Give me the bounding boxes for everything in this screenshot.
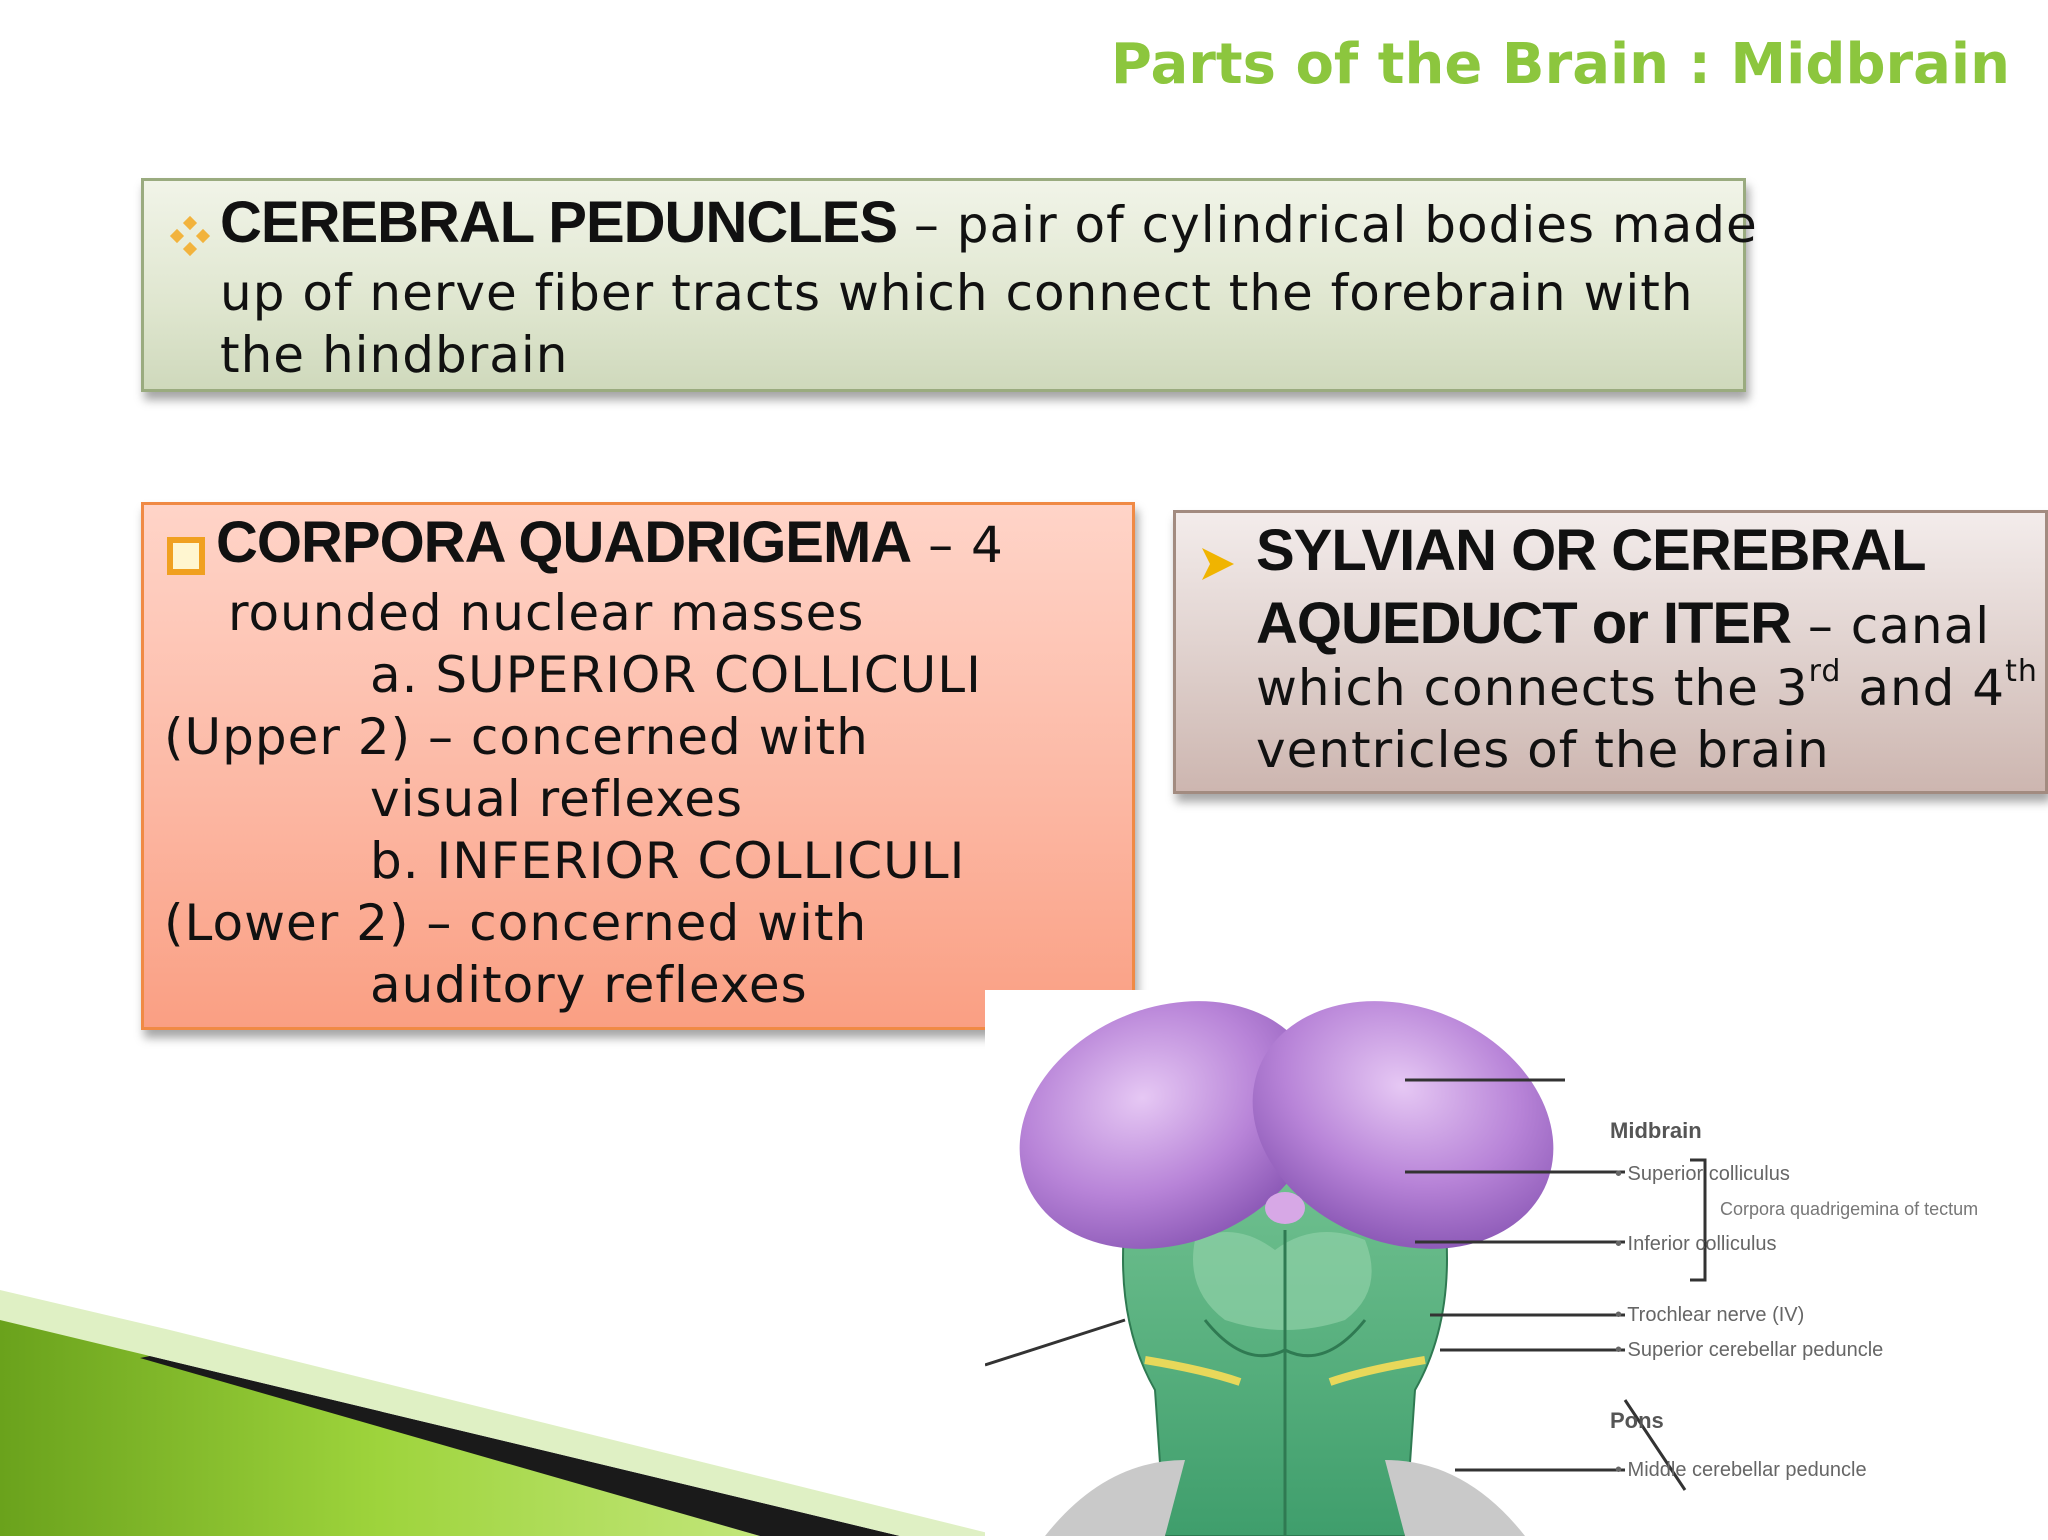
peduncles-text-3: the hindbrain [220, 325, 569, 384]
sylvian-line3-b: and 4 [1841, 658, 2006, 717]
peduncles-text-2: up of nerve fiber tracts which connect t… [220, 263, 1694, 322]
midbrain-diagram: Midbrain • Superior colliculus • Inferio… [984, 1001, 1978, 1537]
corpora-line-4: (Upper 2) – concerned with [164, 707, 869, 766]
corpora-line-1: CORPORA QUADRIGEMA – 4 [164, 509, 1112, 582]
sylvian-heading-1: SYLVIAN OR CEREBRAL [1256, 518, 1927, 583]
corpora-heading: CORPORA QUADRIGEMA [216, 510, 912, 575]
sylvian-heading-2: AQUEDUCT or ITER [1256, 590, 1792, 656]
label-corpora-quadrigemina: Corpora quadrigemina of tectum [1720, 1199, 1978, 1219]
label-midbrain: Midbrain [1610, 1118, 1702, 1143]
label-trochlear-nerve: • Trochlear nerve (IV) [1615, 1304, 1804, 1326]
square-bullet-icon [164, 534, 216, 582]
sylvian-line-4: ventricles of the brain [1256, 720, 1830, 779]
slide-title: Parts of the Brain : Midbrain [1110, 32, 2010, 97]
label-superior-cerebellar-peduncle: • Superior cerebellar peduncle [1615, 1339, 1883, 1361]
corpora-line-5: visual reflexes [370, 769, 744, 828]
sylvian-line3-a: which connects the 3 [1256, 658, 1809, 717]
sylvian-line-2: AQUEDUCT or ITER – canal [1196, 590, 2025, 657]
midbrain-illustration: Midbrain • Superior colliculus • Inferio… [984, 990, 2048, 1537]
cerebral-peduncles-box: CEREBRAL PEDUNCLES – pair of cylindrical… [141, 178, 1757, 392]
sylvian-line2-tail: – canal [1791, 596, 1991, 655]
sylvian-line-3: which connects the 3rd and 4th [1196, 653, 2037, 719]
corpora-quadrigema-box: CORPORA QUADRIGEMA – 4 rounded nuclear m… [141, 502, 1135, 1030]
sylvian-aqueduct-box: SYLVIAN OR CEREBRAL AQUEDUCT or ITER – c… [1173, 510, 2048, 794]
corpora-line-8: auditory reflexes [370, 955, 808, 1014]
label-inferior-colliculus: • Inferior colliculus [1615, 1233, 1777, 1255]
label-superior-colliculus: • Superior colliculus [1615, 1163, 1790, 1185]
corpora-line1-tail: – 4 [911, 516, 1004, 574]
label-pons: Pons [1610, 1408, 1664, 1433]
peduncles-heading: CEREBRAL PEDUNCLES [220, 190, 898, 255]
label-middle-cerebellar-peduncle: • Middle cerebellar peduncle [1615, 1459, 1867, 1481]
inferior-colliculi-label: b. INFERIOR COLLICULI [370, 831, 966, 890]
corpora-line-7: (Lower 2) – concerned with [164, 893, 868, 952]
peduncles-text-1: – pair of cylindrical bodies made [897, 196, 1758, 254]
superior-colliculi-label: a. SUPERIOR COLLICULI [370, 645, 982, 704]
arrow-bullet-icon [1196, 542, 1256, 590]
corpora-line-2: rounded nuclear masses [228, 583, 865, 642]
sup-rd: rd [1808, 653, 1842, 689]
peduncles-line-1: CEREBRAL PEDUNCLES – pair of cylindrical… [168, 189, 1757, 262]
sup-th: th [2005, 653, 2038, 689]
sylvian-line-1: SYLVIAN OR CEREBRAL [1196, 517, 2025, 590]
diamond-bullet-icon [168, 214, 220, 262]
